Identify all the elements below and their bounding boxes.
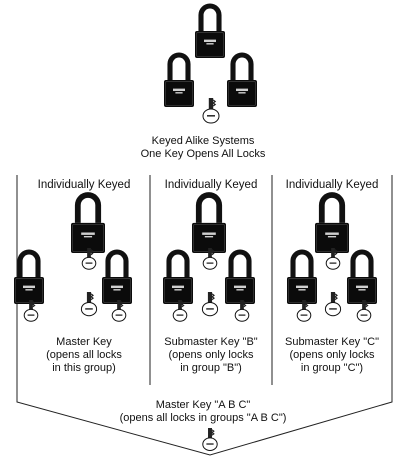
group-b-lock-2 [163,252,193,304]
group-c-caption-2: (opens only locks [274,349,390,361]
icons-layer [14,6,377,451]
group-b-caption-3: in group "B") [152,362,270,374]
group-a-lock-2 [14,252,44,304]
grand-master-key [203,428,217,451]
top-lock-2 [164,55,194,107]
group-b-submaster-key [202,292,217,316]
group-c-submaster-key [325,292,340,316]
group-a-caption-3: in this group) [20,362,148,374]
top-subtitle: One Key Opens All Locks [110,148,296,160]
group-a-header: Individually Keyed [20,179,148,191]
group-c-lock-2 [287,252,317,304]
top-lock-1 [195,6,225,58]
top-lock-3 [227,55,257,107]
group-a-caption-1: Master Key [20,336,148,348]
group-b-lock-1 [192,195,226,253]
group-a-caption-2: (opens all locks [20,349,148,361]
group-a-lock-3 [102,252,132,304]
top-title: Keyed Alike Systems [110,135,296,147]
group-c-caption-3: in group "C") [274,362,390,374]
group-c-header: Individually Keyed [274,179,390,191]
group-c-lock-1 [315,195,349,253]
group-c-lock-3 [347,252,377,304]
group-b-lock-3 [225,252,255,304]
group-b-caption-1: Submaster Key "B" [152,336,270,348]
group-a-master-key [81,292,96,316]
group-b-caption-2: (opens only locks [152,349,270,361]
group-b-header: Individually Keyed [152,179,270,191]
group-a-lock-1 [71,195,105,253]
top-key [203,98,219,123]
bottom-subtitle: (opens all locks in groups "A B C") [80,412,326,424]
bottom-title: Master Key "A B C" [80,399,326,411]
group-c-caption-1: Submaster Key "C" [274,336,390,348]
